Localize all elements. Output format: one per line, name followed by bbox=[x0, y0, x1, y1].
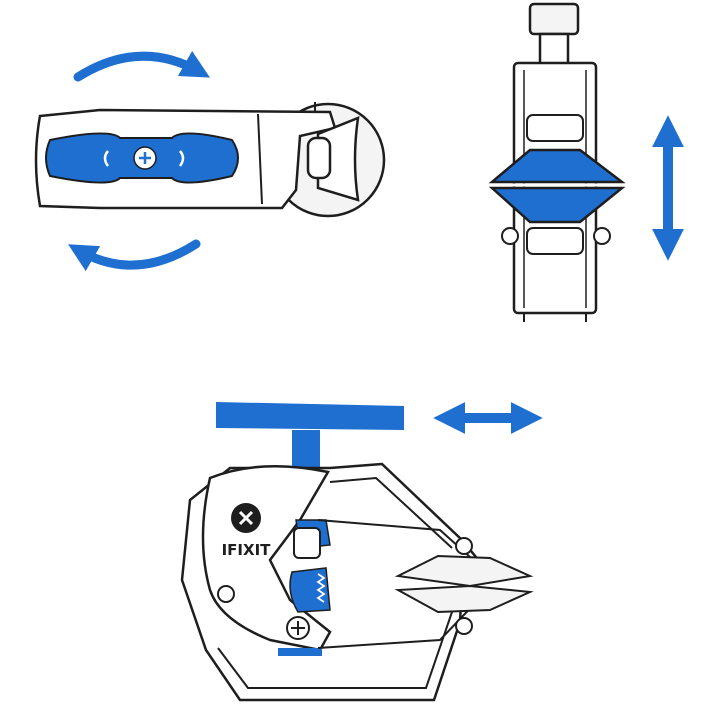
top-knob bbox=[528, 2, 580, 36]
clamp-panel: IFIXIT bbox=[180, 401, 543, 702]
ifixit-logo-icon bbox=[231, 503, 261, 533]
t-handle-bar bbox=[216, 402, 404, 430]
t-handle-stem bbox=[292, 430, 320, 470]
small-ccw-mark-icon bbox=[103, 150, 110, 167]
small-cw-mark-icon bbox=[178, 150, 185, 167]
hinge-knob bbox=[316, 116, 360, 202]
brand-label: IFIXIT bbox=[222, 541, 272, 559]
upper-blue-jaw bbox=[488, 148, 626, 184]
rotate-cw-arrow-icon bbox=[73, 50, 211, 82]
lower-blue-jaw bbox=[488, 186, 626, 224]
clamp-blue-rack bbox=[289, 567, 331, 613]
jaw-panel bbox=[488, 2, 685, 322]
clamp-lower-jaw bbox=[394, 584, 534, 614]
body-hole bbox=[217, 585, 235, 603]
clamp-upper-jaw bbox=[394, 554, 534, 588]
rotate-ccw-arrow-icon bbox=[68, 239, 201, 272]
handle-rotation-panel bbox=[34, 50, 386, 272]
